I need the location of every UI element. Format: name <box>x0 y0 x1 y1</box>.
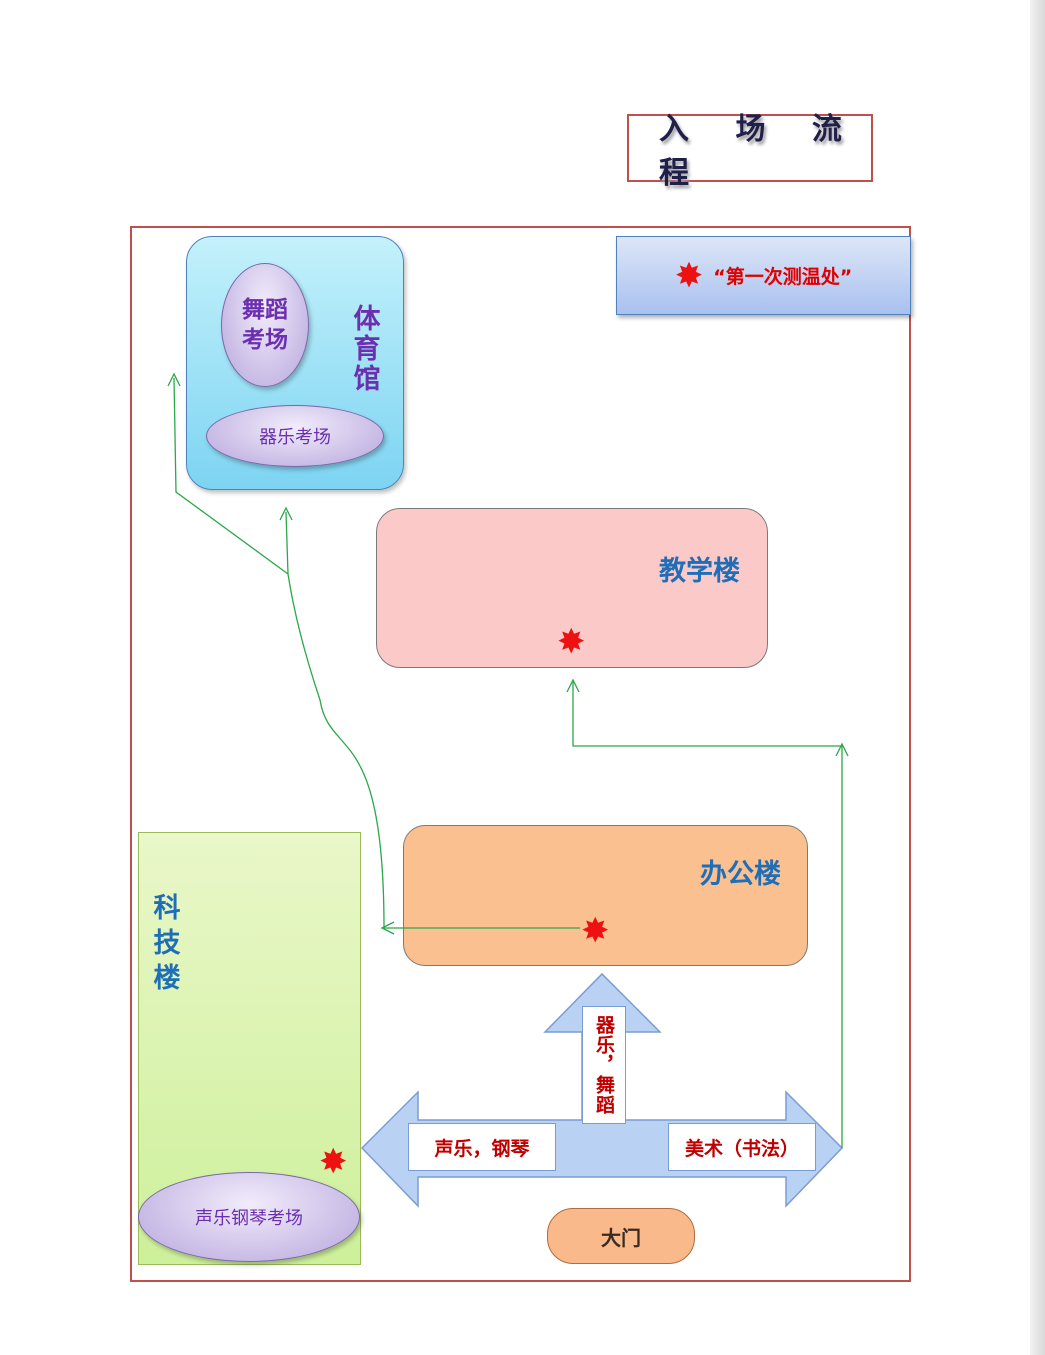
page-title: 入 场 流 程 <box>659 112 860 191</box>
teaching-temperature-star-icon: ✸ <box>557 622 586 662</box>
office-temperature-star-icon: ✸ <box>581 911 610 951</box>
instrument-exam-room: 器乐考场 <box>206 405 384 467</box>
up-arrow-label-box: 器乐，舞蹈 <box>582 1006 626 1124</box>
arrowhead-tech <box>380 921 395 935</box>
route-fork-to-instrument <box>285 511 289 575</box>
right-arrow-label-box: 美术（书法） <box>668 1123 816 1171</box>
right-arrow-label: 美术（书法） <box>684 1137 799 1160</box>
route-tech-to-gym <box>287 573 385 929</box>
teaching-building-label: 教学楼 <box>659 556 740 587</box>
title-box: 入 场 流 程 <box>627 112 873 191</box>
dance-exam-label: 舞蹈考场 <box>242 297 288 353</box>
main-gate-label: 大门 <box>601 1225 641 1250</box>
up-arrow-label: 器乐，舞蹈 <box>593 1015 615 1115</box>
legend-label: “第一次测温处” <box>713 266 853 288</box>
vocal-piano-exam-label: 声乐钢琴考场 <box>195 1208 303 1229</box>
arrowhead-instrument <box>279 506 293 521</box>
gym-label: 体育馆 <box>353 304 381 395</box>
campus-frame <box>130 226 911 1282</box>
arrowhead-right-turn <box>835 742 849 757</box>
dance-exam-room: 舞蹈考场 <box>221 263 309 387</box>
route-art-to-teaching <box>572 682 843 1148</box>
legend-box: ✸ “第一次测温处” <box>616 236 911 315</box>
instrument-exam-label: 器乐考场 <box>259 427 331 448</box>
arrowhead-gym-side <box>167 372 181 387</box>
office-building-label: 办公楼 <box>700 859 781 890</box>
main-gate: 大门 <box>547 1208 695 1264</box>
gym-building: 舞蹈考场 体育馆 器乐考场 <box>186 236 404 490</box>
teaching-building: 教学楼 ✸ <box>376 508 768 668</box>
office-building: 办公楼 ✸ <box>403 825 808 966</box>
tech-building-label: 科技楼 <box>153 893 181 994</box>
tech-temperature-star-icon: ✸ <box>319 1142 348 1182</box>
left-arrow-label: 声乐，钢琴 <box>434 1137 530 1160</box>
vocal-piano-exam-room: 声乐钢琴考场 <box>138 1172 360 1262</box>
route-paths <box>167 372 849 1148</box>
left-arrow-label-box: 声乐，钢琴 <box>408 1123 556 1171</box>
temperature-star-icon: ✸ <box>674 255 704 296</box>
page-edge <box>1030 0 1045 1355</box>
arrowhead-teaching <box>566 678 580 693</box>
route-fork-to-gym-side <box>173 377 289 575</box>
